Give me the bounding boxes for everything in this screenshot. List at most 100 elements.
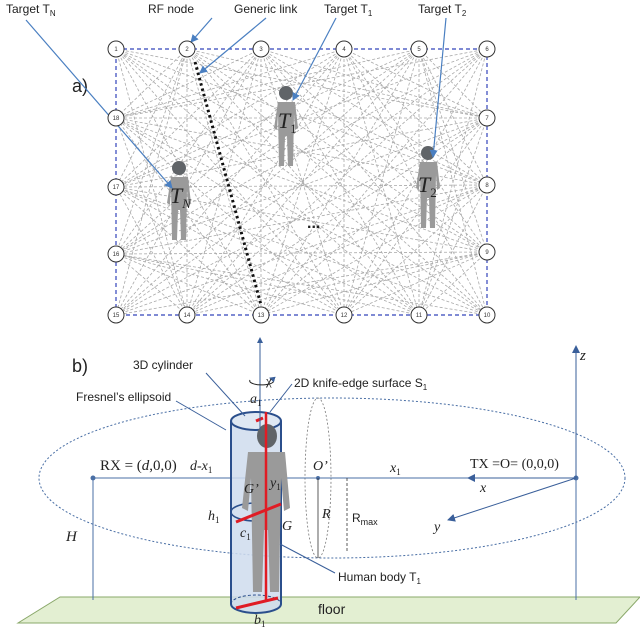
link-line	[260, 48, 420, 316]
link-line	[260, 48, 345, 316]
knife-edge-middle-chord	[235, 502, 282, 524]
label-target-1: Target T1	[324, 2, 373, 18]
rf-node-circle	[478, 40, 496, 58]
human-figure-tn	[167, 161, 191, 240]
rf-node: 14	[178, 306, 196, 324]
rf-node-circle	[107, 306, 125, 324]
label-y-axis: y	[432, 520, 441, 535]
label-rf-node: RF node	[148, 2, 194, 16]
link-line	[418, 48, 488, 253]
human-figure-t2	[416, 146, 440, 228]
link-line	[418, 184, 488, 316]
rf-node: 12	[335, 306, 353, 324]
label-generic-link: Generic link	[234, 2, 298, 16]
link-line	[115, 48, 488, 119]
rf-node: 11	[410, 306, 428, 324]
link-line	[115, 48, 188, 255]
link-line	[115, 117, 488, 253]
target-t1-label: T1	[278, 108, 297, 136]
link-line	[115, 253, 262, 316]
label-fresnel-ellipsoid: Fresnel’s ellipsoid	[76, 390, 171, 404]
link-line	[260, 48, 488, 253]
link-line	[115, 48, 188, 119]
rf-node-label: 3	[259, 47, 263, 53]
link-line	[186, 48, 345, 316]
link-mesh	[115, 48, 488, 316]
label-c1: c1	[240, 526, 251, 542]
generic-link-line	[193, 61, 263, 306]
rf-node: 1	[107, 40, 125, 58]
rf-node-circle	[107, 109, 125, 127]
link-line	[115, 117, 488, 316]
label-tx: TX =O= (0,0,0)	[470, 457, 559, 472]
link-line	[115, 48, 262, 188]
pointer-arrow-target-1	[292, 17, 337, 101]
label-y1: y1	[268, 476, 281, 492]
rf-node-label: 9	[485, 250, 489, 256]
link-line	[115, 186, 188, 316]
rf-node-circle	[478, 243, 496, 261]
leader-fresnel	[175, 400, 227, 431]
rf-node-circle	[478, 306, 496, 324]
rf-node: 7	[478, 109, 496, 127]
link-line	[260, 48, 488, 316]
label-rx: RX = (d,0,0)	[100, 458, 177, 474]
rf-node-circle	[478, 176, 496, 194]
link-line	[115, 48, 262, 255]
link-line	[115, 48, 420, 119]
panel-a-network-diagram: a) Target TN RF node Generic link Target…	[6, 2, 496, 324]
label-rmax: Rmax	[352, 511, 378, 527]
link-line	[115, 48, 188, 316]
link-line	[418, 48, 488, 186]
rf-node-circle	[410, 40, 428, 58]
panel-a-label: a)	[72, 76, 88, 96]
link-line	[115, 48, 488, 119]
link-line	[343, 48, 488, 186]
rf-node-circle	[178, 40, 196, 58]
link-line	[115, 48, 488, 255]
link-line	[115, 48, 345, 255]
link-line	[260, 48, 345, 316]
label-x1: x1	[389, 461, 401, 477]
target-tn-label: TN	[170, 183, 192, 211]
label-target-n: Target TN	[6, 2, 56, 18]
rf-node-label: 7	[485, 116, 489, 122]
label-3d-cylinder: 3D cylinder	[133, 358, 193, 372]
link-line	[115, 186, 488, 253]
rf-node-circle	[335, 306, 353, 324]
link-line	[418, 48, 488, 316]
rf-node-label: 15	[113, 313, 120, 319]
leader-human-body	[279, 543, 336, 574]
label-g: G	[282, 519, 292, 534]
link-line	[115, 48, 345, 188]
link-line	[343, 251, 488, 316]
link-line	[115, 48, 345, 316]
rf-node-circle	[410, 306, 428, 324]
label-r: R	[321, 507, 331, 522]
label-g-prime: G’	[244, 482, 259, 497]
link-line	[343, 117, 488, 316]
rf-node: 2	[178, 40, 196, 58]
y-axis	[447, 477, 577, 522]
link-line	[115, 253, 345, 316]
rf-node-label: 18	[113, 116, 120, 122]
rf-node: 10	[478, 306, 496, 324]
rf-node-label: 11	[416, 313, 423, 319]
link-line	[115, 186, 345, 316]
human-figure-t1	[274, 86, 298, 166]
link-line	[115, 186, 262, 316]
link-line	[186, 48, 488, 253]
label-h1: h1	[208, 509, 220, 525]
rf-node-label: 13	[258, 313, 265, 319]
leader-cylinder	[205, 372, 246, 417]
rf-node: 13	[252, 306, 270, 324]
label-target-2: Target T2	[418, 2, 467, 18]
rf-node-circle	[107, 245, 125, 263]
panel-b-geometry-diagram: b) floor	[16, 337, 640, 627]
rf-node-label: 1	[114, 47, 118, 53]
label-knife-edge: 2D knife-edge surface S1	[294, 376, 428, 392]
pointer-arrow-generic-link	[199, 17, 267, 74]
rf-node: 8	[478, 176, 496, 194]
link-line	[115, 253, 488, 316]
